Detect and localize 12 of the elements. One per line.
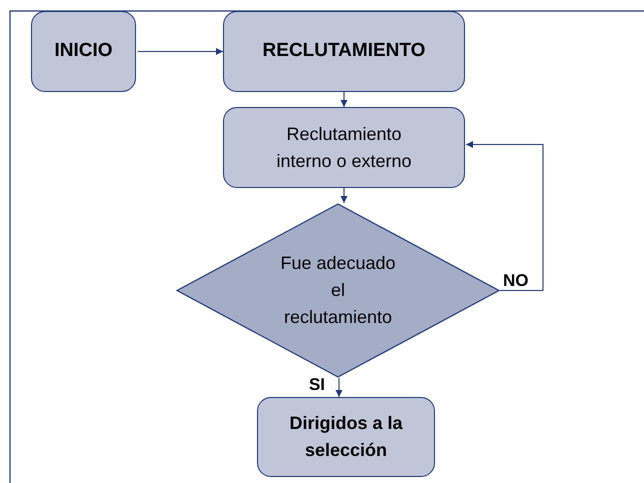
arrow — [340, 188, 348, 204]
process-box: RECLUTAMIENTO — [223, 11, 465, 92]
edge-label: NO — [502, 272, 530, 289]
arrow — [466, 141, 544, 291]
edge-label: SI — [308, 376, 326, 393]
arrow — [138, 48, 224, 55]
process-box: INICIO — [31, 11, 136, 92]
arrow — [336, 378, 342, 398]
process-box: Dirigidos a la selección — [257, 397, 435, 477]
arrow — [340, 92, 348, 108]
decision-text: Fue adecuado el reclutamiento — [279, 252, 397, 329]
process-box: Reclutamiento interno o externo — [223, 107, 465, 188]
